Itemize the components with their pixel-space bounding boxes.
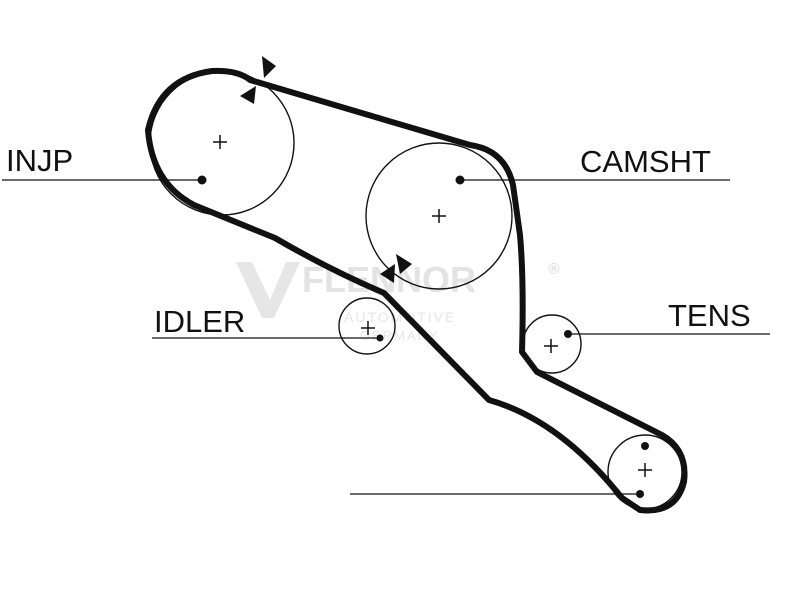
idler-marker-dot — [376, 334, 384, 342]
label-idler: IDLER — [154, 304, 245, 339]
injp-timing-arrow-upper-icon — [262, 56, 276, 78]
tens-marker-dot — [564, 330, 572, 338]
camsht-timing-arrow-lower-icon — [380, 264, 395, 283]
label-injp: INJP — [6, 143, 73, 178]
label-tens: TENS — [668, 298, 751, 333]
pulley-idler — [338, 297, 396, 355]
pulley-injp — [149, 70, 295, 216]
cranshit-marker-dot-top — [641, 442, 649, 450]
cranshit-marker-dot-bottom — [636, 490, 644, 498]
injp-center-cross-icon — [213, 135, 227, 149]
camsht-center-cross-icon — [432, 209, 446, 223]
injp-marker-dot — [197, 175, 207, 185]
tens-center-cross-icon — [544, 339, 558, 353]
pulley-camsht — [365, 142, 513, 290]
timing-belt — [145, 67, 688, 514]
camsht-marker-dot — [455, 175, 465, 185]
watermark-logo-icon — [236, 262, 300, 318]
camsht-timing-arrow-upper-icon — [396, 254, 412, 274]
watermark-line1: AUTOMOTIVE — [344, 309, 456, 325]
cranshit-center-cross-icon — [638, 463, 652, 477]
watermark: FLENNOR ® AUTOMOTIVE GERMANY — [236, 259, 560, 343]
idler-center-cross-icon — [361, 321, 375, 335]
watermark-registered: ® — [548, 261, 560, 278]
label-camsht: CAMSHT — [580, 144, 711, 179]
injp-timing-arrow-lower-icon — [240, 86, 256, 104]
